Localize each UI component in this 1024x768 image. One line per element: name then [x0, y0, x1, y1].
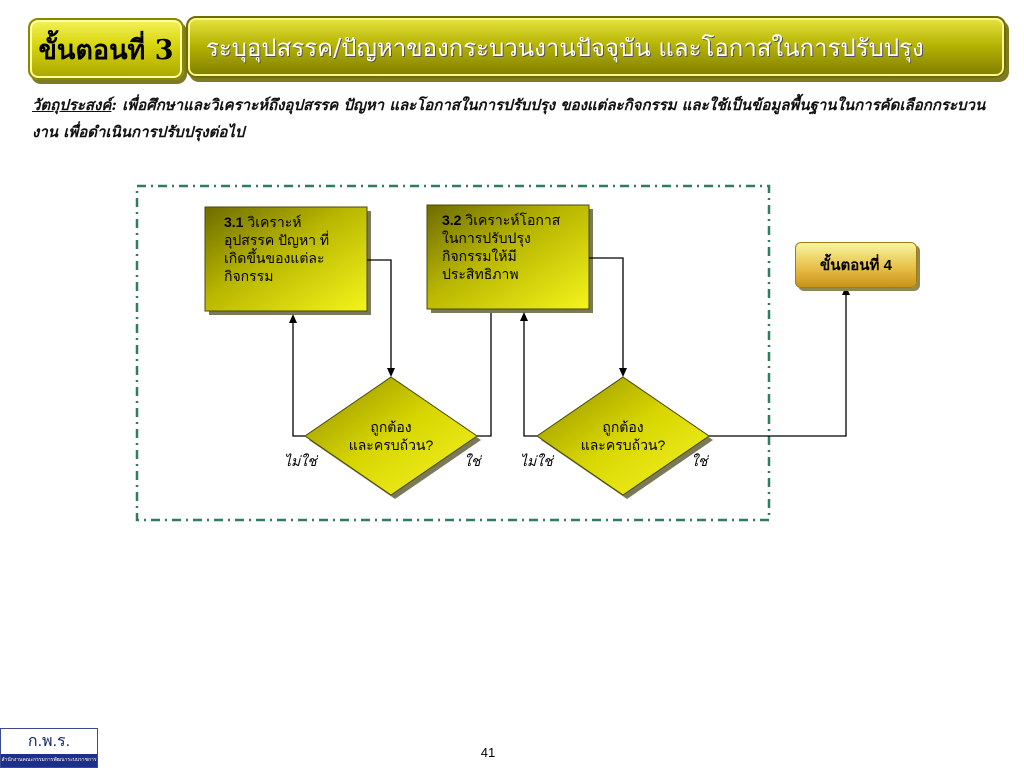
- objective-paragraph: วัตถุประสงค์: เพื่อศึกษาและวิเคราะห์ถึงอ…: [32, 92, 992, 146]
- decision-1-diamond: [304, 376, 478, 496]
- step-3-label: ขั้นตอนที่ 3: [38, 34, 174, 66]
- box-3-2-line4: ประสิทธิภาพ: [442, 266, 519, 282]
- decision-1-line2: และครบถ้วน?: [348, 437, 434, 453]
- box-3-2-line1: วิเคราะห์โอกาส: [461, 212, 561, 228]
- arrow-decision1-yes-to-box2: [477, 313, 492, 437]
- page-title: ระบุอุปสรรค/ปัญหาของกระบวนงานปัจจุบัน แล…: [206, 33, 924, 62]
- decision-2-line2: และครบถ้วน?: [580, 437, 666, 453]
- step-4-label: ขั้นตอนที่ 4: [820, 257, 892, 274]
- objective-text: : เพื่อศึกษาและวิเคราะห์ถึงอุปสรรค ปัญหา…: [32, 96, 986, 141]
- arrow-box2-to-decision2: [589, 257, 627, 377]
- box-3-1: [204, 206, 368, 312]
- box-3-1-line2: อุปสรรค ปัญหา ที่: [224, 232, 330, 248]
- box-3-2: [426, 204, 590, 310]
- arrow-decision2-yes-to-step4: [709, 286, 850, 437]
- arrow-box1-to-decision1: [367, 259, 395, 377]
- decision-2-line1: ถูกต้อง: [602, 419, 644, 435]
- box-3-1-line3: เกิดขึ้นของแต่ละ: [224, 250, 325, 266]
- box-3-2-number: 3.2: [442, 212, 462, 228]
- logo-text: ก.พ.ร.: [27, 733, 71, 750]
- decision-1-line1: ถูกต้อง: [370, 419, 412, 435]
- page-title-banner: ระบุอุปสรรค/ปัญหาของกระบวนงานปัจจุบัน แล…: [186, 16, 1006, 78]
- decision-2-diamond: [536, 376, 710, 496]
- dashed-frame: [135, 184, 771, 522]
- step-3-badge: ขั้นตอนที่ 3: [28, 18, 184, 80]
- decision-2-text: ถูกต้อง และครบถ้วน?: [563, 418, 683, 454]
- page-number: 41: [480, 745, 496, 760]
- objective-label: วัตถุประสงค์: [32, 96, 112, 114]
- box-3-1-number: 3.1: [224, 214, 244, 230]
- decision-2-no-label: ไม่ใช่: [520, 454, 553, 470]
- box-3-2-line3: กิจกรรมให้มี: [442, 248, 517, 264]
- arrow-decision1-no-loop: [289, 314, 305, 437]
- decision-1-text: ถูกต้อง และครบถ้วน?: [331, 418, 451, 454]
- decision-1-yes-label: ใช่: [464, 454, 481, 470]
- box-3-1-text: 3.1 วิเคราะห์ อุปสรรค ปัญหา ที่ เกิดขึ้น…: [224, 213, 364, 285]
- decision-1-no-label: ไม่ใช่: [284, 454, 317, 470]
- box-3-1-line4: กิจกรรม: [224, 268, 274, 284]
- step-4-box: ขั้นตอนที่ 4: [795, 242, 917, 288]
- decision-2-yes-label: ใช่: [691, 454, 708, 470]
- box-3-1-line1: วิเคราะห์: [243, 214, 302, 230]
- logo-subtext: สำนักงานคณะกรรมการพัฒนาระบบราชการ: [1, 754, 97, 767]
- opdc-logo: ก.พ.ร. สำนักงานคณะกรรมการพัฒนาระบบราชการ: [0, 728, 98, 768]
- box-3-2-line2: ในการปรับปรุง: [442, 230, 531, 246]
- box-3-2-text: 3.2 วิเคราะห์โอกาส ในการปรับปรุง กิจกรรม…: [442, 211, 584, 283]
- arrow-decision2-no-loop: [520, 312, 537, 437]
